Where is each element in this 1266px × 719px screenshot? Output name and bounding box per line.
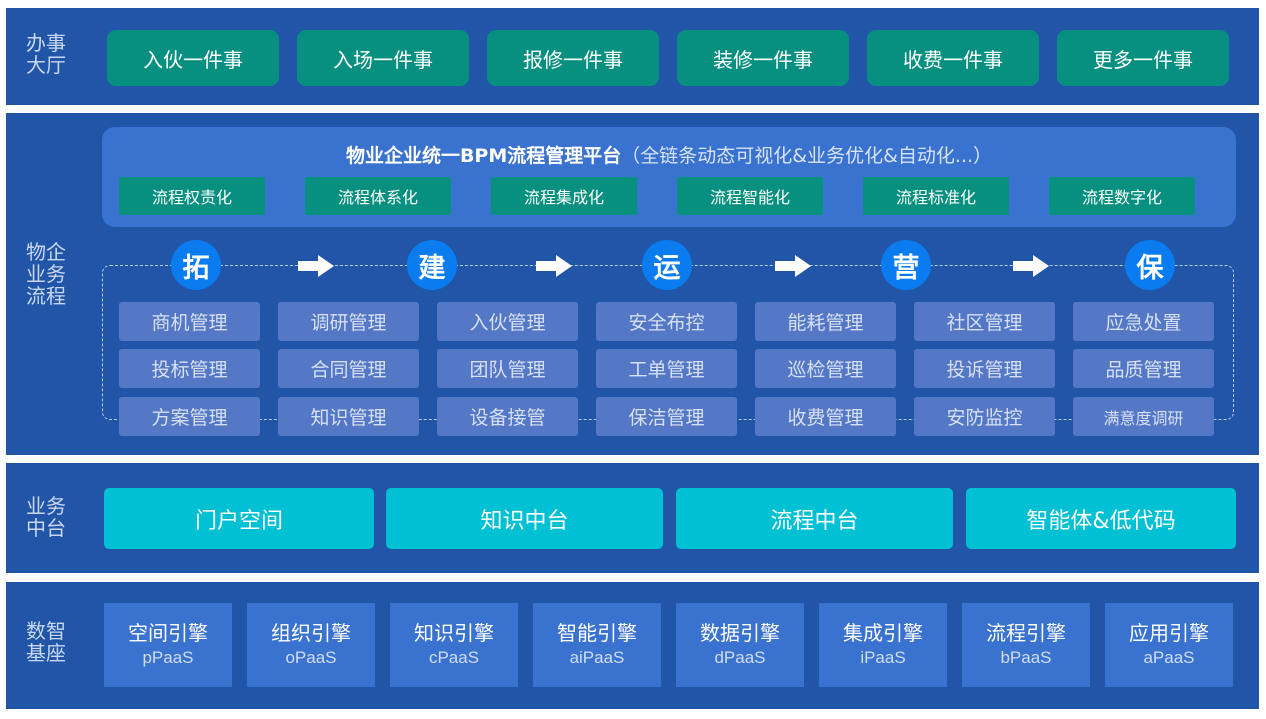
hall-button-renovation[interactable]: 装修一件事 bbox=[677, 30, 849, 86]
chip-digitization[interactable]: 流程数字化 bbox=[1049, 177, 1195, 215]
stage-manage[interactable]: 营 bbox=[881, 240, 931, 290]
label-line: 业务 bbox=[26, 262, 66, 286]
hall-button-repair[interactable]: 报修一件事 bbox=[487, 30, 659, 86]
hall-button-entry[interactable]: 入场一件事 bbox=[297, 30, 469, 86]
business-middle-platform-layer: 业务 中台 门户空间 知识中台 流程中台 智能体&低代码 bbox=[6, 463, 1259, 573]
chip-intelligence[interactable]: 流程智能化 bbox=[677, 177, 823, 215]
module-work-order[interactable]: 工单管理 bbox=[596, 349, 737, 388]
engine-code: aPaaS bbox=[1143, 648, 1195, 667]
module-contract[interactable]: 合同管理 bbox=[278, 349, 419, 388]
arrow-right-icon bbox=[536, 255, 572, 277]
chip-standardization[interactable]: 流程标准化 bbox=[863, 177, 1009, 215]
label-line: 业务 bbox=[26, 494, 66, 518]
engine-process[interactable]: 流程引擎 bPaaS bbox=[962, 603, 1090, 687]
arrow-right-icon bbox=[775, 255, 811, 277]
module-complaint[interactable]: 投诉管理 bbox=[914, 349, 1055, 388]
chip-integration[interactable]: 流程集成化 bbox=[491, 177, 637, 215]
module-fees[interactable]: 收费管理 bbox=[755, 397, 896, 436]
label-line: 数智 bbox=[26, 619, 66, 643]
bpm-platform-box: 物业企业统一BPM流程管理平台（全链条动态可视化&业务优化&自动化...） 流程… bbox=[102, 127, 1236, 227]
platform-title: 物业企业统一BPM流程管理平台（全链条动态可视化&业务优化&自动化...） bbox=[102, 141, 1236, 168]
engine-organization[interactable]: 组织引擎 oPaaS bbox=[247, 603, 375, 687]
module-move-in[interactable]: 入伙管理 bbox=[437, 302, 578, 341]
engine-name: 集成引擎 bbox=[843, 621, 923, 645]
engine-code: bPaaS bbox=[1000, 648, 1052, 667]
label-line: 物企 bbox=[26, 240, 66, 264]
module-satisfaction-survey[interactable]: 满意度调研 bbox=[1073, 397, 1214, 436]
engine-intelligence[interactable]: 智能引擎 aiPaaS bbox=[533, 603, 661, 687]
engine-name: 空间引擎 bbox=[128, 621, 208, 645]
engine-code: aiPaaS bbox=[569, 648, 625, 667]
engine-integration[interactable]: 集成引擎 iPaaS bbox=[819, 603, 947, 687]
business-middle-label: 业务 中台 bbox=[26, 495, 78, 539]
hall-button-more[interactable]: 更多一件事 bbox=[1057, 30, 1229, 86]
module-security-deploy[interactable]: 安全布控 bbox=[596, 302, 737, 341]
engine-name: 数据引擎 bbox=[700, 621, 780, 645]
arrow-right-icon bbox=[298, 255, 334, 277]
hall-button-fees[interactable]: 收费一件事 bbox=[867, 30, 1039, 86]
engine-name: 流程引擎 bbox=[986, 621, 1066, 645]
engine-space[interactable]: 空间引擎 pPaaS bbox=[104, 603, 232, 687]
engine-name: 智能引擎 bbox=[557, 621, 637, 645]
platform-title-sub: （全链条动态可视化&业务优化&自动化...） bbox=[621, 145, 993, 167]
engine-name: 知识引擎 bbox=[414, 621, 494, 645]
arrow-right-icon bbox=[1013, 255, 1049, 277]
process-center-button[interactable]: 流程中台 bbox=[676, 488, 953, 549]
module-opportunity[interactable]: 商机管理 bbox=[119, 302, 260, 341]
label-line: 办事 bbox=[26, 31, 66, 55]
module-cleaning[interactable]: 保洁管理 bbox=[596, 397, 737, 436]
stage-build[interactable]: 建 bbox=[407, 240, 457, 290]
engine-code: pPaaS bbox=[142, 648, 194, 667]
engine-code: dPaaS bbox=[714, 648, 766, 667]
label-line: 流程 bbox=[26, 284, 66, 308]
module-team[interactable]: 团队管理 bbox=[437, 349, 578, 388]
chip-responsibility[interactable]: 流程权责化 bbox=[119, 177, 265, 215]
digital-foundation-label: 数智 基座 bbox=[26, 620, 78, 664]
module-knowledge[interactable]: 知识管理 bbox=[278, 397, 419, 436]
engine-data[interactable]: 数据引擎 dPaaS bbox=[676, 603, 804, 687]
hall-button-move-in[interactable]: 入伙一件事 bbox=[107, 30, 279, 86]
engine-name: 应用引擎 bbox=[1129, 621, 1209, 645]
platform-title-main: 物业企业统一BPM流程管理平台 bbox=[345, 145, 622, 167]
chip-system[interactable]: 流程体系化 bbox=[305, 177, 451, 215]
module-plan[interactable]: 方案管理 bbox=[119, 397, 260, 436]
agent-lowcode-button[interactable]: 智能体&低代码 bbox=[966, 488, 1236, 549]
stage-ensure[interactable]: 保 bbox=[1125, 240, 1175, 290]
module-quality[interactable]: 品质管理 bbox=[1073, 349, 1214, 388]
module-equipment-takeover[interactable]: 设备接管 bbox=[437, 397, 578, 436]
module-bidding[interactable]: 投标管理 bbox=[119, 349, 260, 388]
label-line: 中台 bbox=[26, 516, 66, 540]
service-hall-layer: 办事 大厅 入伙一件事 入场一件事 报修一件事 装修一件事 收费一件事 更多一件… bbox=[6, 8, 1259, 105]
business-process-layer: 物企 业务 流程 物业企业统一BPM流程管理平台（全链条动态可视化&业务优化&自… bbox=[6, 113, 1259, 455]
module-research[interactable]: 调研管理 bbox=[278, 302, 419, 341]
engine-application[interactable]: 应用引擎 aPaaS bbox=[1105, 603, 1233, 687]
engine-code: oPaaS bbox=[285, 648, 337, 667]
knowledge-center-button[interactable]: 知识中台 bbox=[386, 488, 663, 549]
service-hall-label: 办事 大厅 bbox=[26, 32, 78, 76]
label-line: 基座 bbox=[26, 641, 66, 665]
module-inspection[interactable]: 巡检管理 bbox=[755, 349, 896, 388]
digital-foundation-layer: 数智 基座 空间引擎 pPaaS 组织引擎 oPaaS 知识引擎 cPaaS 智… bbox=[6, 582, 1259, 709]
module-community[interactable]: 社区管理 bbox=[914, 302, 1055, 341]
module-emergency[interactable]: 应急处置 bbox=[1073, 302, 1214, 341]
portal-space-button[interactable]: 门户空间 bbox=[104, 488, 374, 549]
engine-knowledge[interactable]: 知识引擎 cPaaS bbox=[390, 603, 518, 687]
stage-expand[interactable]: 拓 bbox=[171, 240, 221, 290]
module-security-monitoring[interactable]: 安防监控 bbox=[914, 397, 1055, 436]
module-energy[interactable]: 能耗管理 bbox=[755, 302, 896, 341]
business-process-label: 物企 业务 流程 bbox=[26, 241, 78, 307]
engine-code: iPaaS bbox=[860, 648, 906, 667]
label-line: 大厅 bbox=[26, 53, 66, 77]
engine-name: 组织引擎 bbox=[271, 621, 351, 645]
engine-code: cPaaS bbox=[428, 648, 480, 667]
stage-operate[interactable]: 运 bbox=[642, 240, 692, 290]
